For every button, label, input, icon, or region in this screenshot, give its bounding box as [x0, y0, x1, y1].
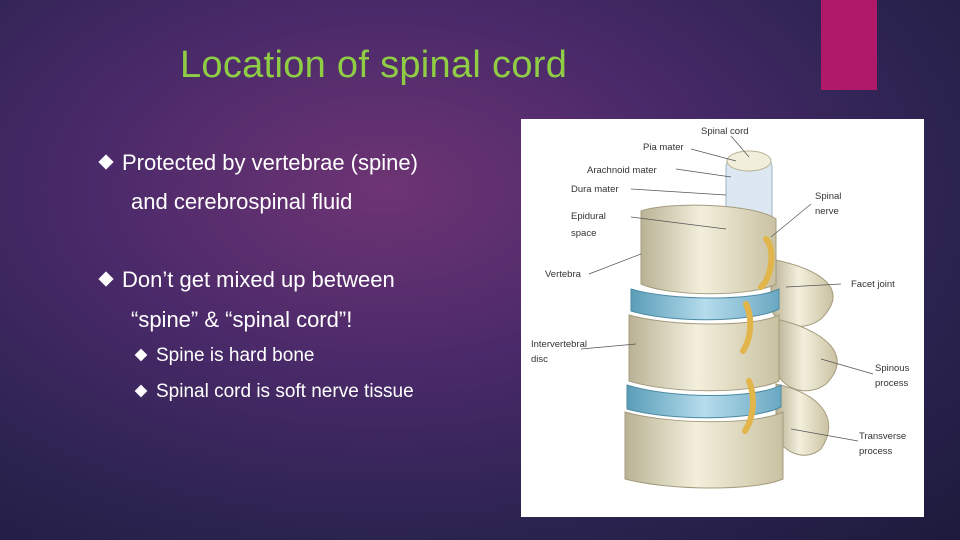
sub-bullet-1: Spine is hard bone	[134, 345, 496, 371]
label-intervertebral-disc-2: disc	[531, 354, 548, 365]
spinous-process-shape	[770, 258, 834, 327]
bullet-1-line-2: and cerebrospinal fluid	[131, 189, 353, 214]
sub-bullet-2-text: Spinal cord is soft nerve tissue	[156, 381, 414, 402]
diamond-bullet-icon	[134, 384, 148, 398]
label-facet-joint: Facet joint	[851, 279, 895, 290]
spine-illustration: Spinal cord Pia mater Arachnoid mater Du…	[531, 126, 910, 489]
label-spinal-cord: Spinal cord	[701, 126, 749, 137]
bullet-1: Protected by vertebrae (spine) and cereb…	[98, 150, 500, 220]
accent-bar	[821, 0, 877, 90]
diamond-bullet-icon	[98, 154, 114, 170]
label-dura-mater: Dura mater	[571, 184, 619, 195]
nerve-root	[758, 236, 775, 290]
label-epidural-space-2: space	[571, 228, 596, 239]
label-spinal-nerve-2: nerve	[815, 206, 839, 217]
sub-bullet-2: Spinal cord is soft nerve tissue	[134, 381, 496, 407]
nerve-root	[742, 378, 756, 434]
nerve-root	[740, 301, 754, 354]
cord-cross-section	[726, 150, 772, 172]
label-transverse-process-2: process	[859, 446, 893, 457]
diamond-bullet-icon	[98, 271, 114, 287]
diamond-bullet-icon	[134, 348, 148, 362]
label-intervertebral-disc-1: Intervertebral	[531, 339, 587, 350]
vertebra-shape	[628, 314, 780, 392]
slide-title: Location of spinal cord	[180, 44, 568, 86]
leader-lines	[580, 135, 874, 442]
bullet-2-line-2: “spine” & “spinal cord”!	[131, 307, 353, 332]
spinous-process-shape	[775, 383, 830, 456]
label-spinal-nerve-1: Spinal	[815, 191, 841, 202]
spinous-process-shape	[775, 318, 838, 392]
bullet-2: Don’t get mixed up between “spine” & “sp…	[98, 267, 500, 337]
disc-shape	[630, 288, 780, 321]
label-arachnoid-mater: Arachnoid mater	[587, 165, 657, 176]
label-vertebra: Vertebra	[545, 269, 582, 280]
disc-shape	[626, 384, 782, 419]
label-transverse-process-1: Transverse	[859, 431, 906, 442]
sub-bullet-1-text: Spine is hard bone	[156, 345, 315, 366]
label-spinous-process-1: Spinous	[875, 363, 910, 374]
bullet-1-line-1: Protected by vertebrae (spine)	[122, 150, 418, 175]
bullet-2-line-1: Don’t get mixed up between	[122, 267, 395, 292]
label-pia-mater: Pia mater	[643, 142, 684, 153]
label-spinous-process-2: process	[875, 378, 909, 389]
vertebra-shape	[640, 204, 777, 295]
spine-anatomy-diagram: Spinal cord Pia mater Arachnoid mater Du…	[521, 119, 924, 517]
label-epidural-space-1: Epidural	[571, 211, 606, 222]
vertebra-shape	[624, 411, 784, 489]
